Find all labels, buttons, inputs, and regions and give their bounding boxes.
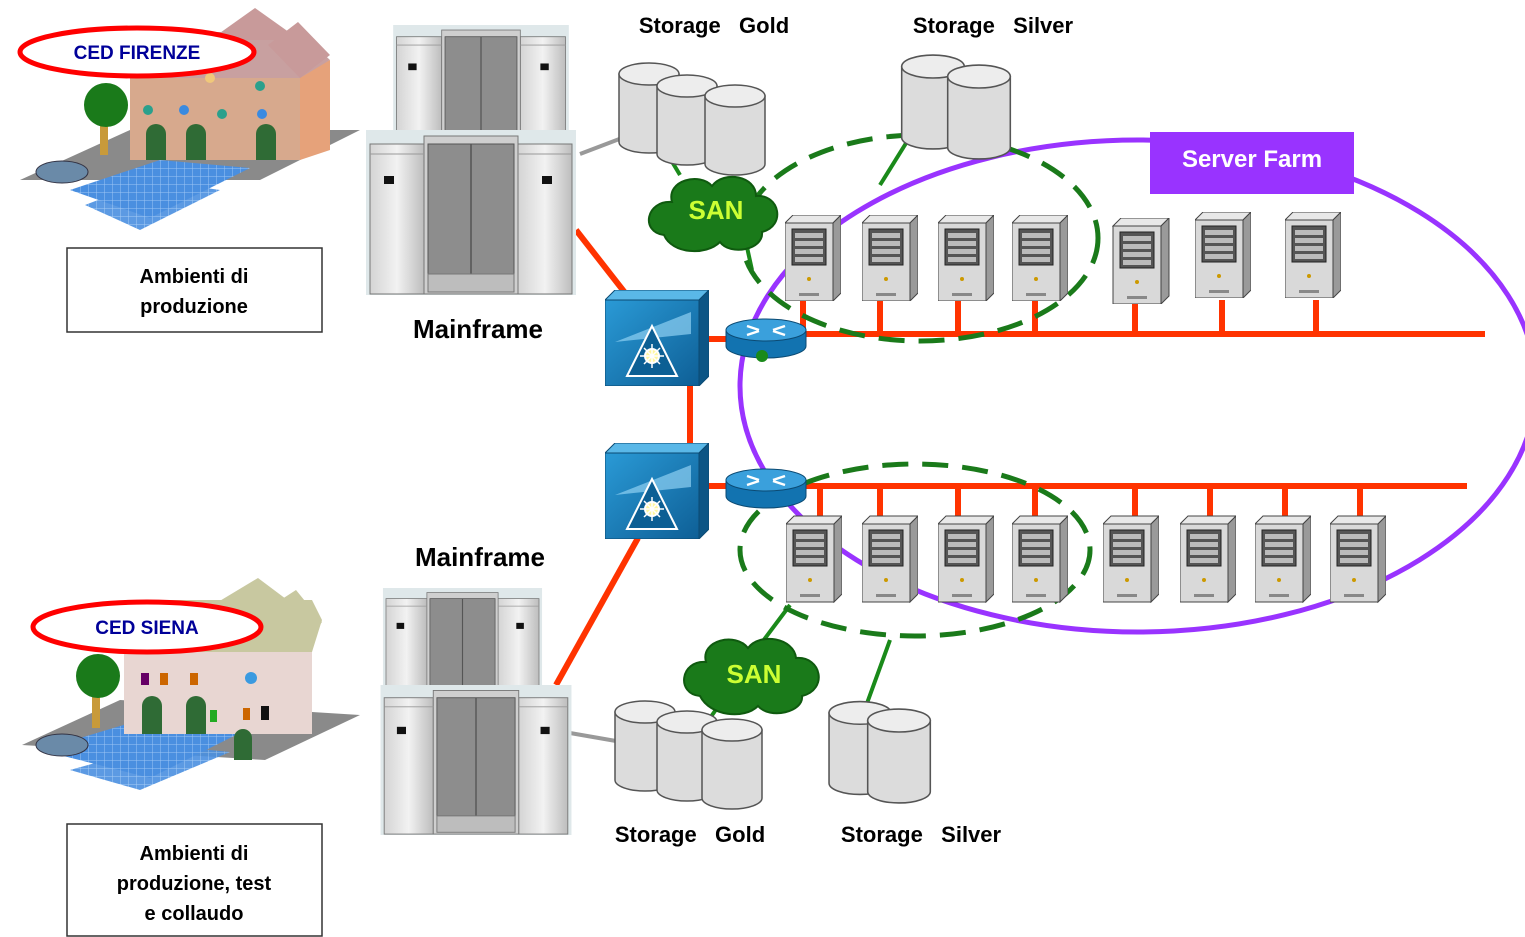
siena-site-oval: [30, 599, 264, 655]
siena-description-line-3: e collaudo: [145, 903, 244, 925]
firenze-site-oval: [17, 25, 257, 79]
server-icon: [1112, 218, 1170, 304]
firenze-description-line-1: Ambienti di: [140, 266, 249, 288]
server-icon: [1103, 515, 1159, 603]
storage-silver-bottom-icon: [828, 700, 932, 804]
mainframe-bottom-icon: [380, 588, 572, 835]
san-label-top: SAN: [689, 195, 744, 225]
san-cloud-bottom-icon: [683, 638, 820, 716]
firenze-site-name: CED FIRENZE: [74, 43, 201, 64]
san-label-bottom: SAN: [727, 659, 782, 689]
san-zone-bottom: [737, 461, 1093, 639]
core-switch-top-icon: [605, 290, 709, 386]
server-farm-label-box: [1150, 132, 1354, 194]
server-icon: [938, 515, 994, 603]
server-icon: [1255, 515, 1311, 603]
storage-gold-bottom-icon: [614, 700, 763, 810]
server-farm-boundary: [737, 137, 1525, 635]
server-farm-label: Server Farm: [1182, 146, 1322, 173]
server-icon: [785, 215, 841, 301]
storage-gold-top-icon: [618, 62, 766, 176]
storage-silver-bottom-label: Storage Silver: [841, 822, 1002, 847]
siena-description-line-2: produzione, test: [117, 873, 272, 895]
server-icon: [862, 515, 918, 603]
router-bottom-icon: [725, 468, 807, 510]
siena-description-line-1: Ambienti di: [140, 843, 249, 865]
server-icon: [1012, 515, 1068, 603]
storage-silver-top-label: Storage Silver: [913, 13, 1074, 38]
server-icon: [1330, 515, 1386, 603]
storage-gold-top-label: Storage Gold: [639, 13, 789, 38]
storage-silver-top-icon: [900, 54, 1012, 160]
mainframe-label-top: Mainframe: [413, 314, 543, 344]
mainframe-label-bottom: Mainframe: [415, 542, 545, 572]
servers-top-row: [785, 212, 1341, 304]
server-icon: [1012, 215, 1068, 301]
server-icon: [786, 515, 842, 603]
firenze-description-line-2: produzione: [140, 296, 248, 318]
storage-gold-bottom-label: Storage Gold: [615, 822, 765, 847]
siena-site-name: CED SIENA: [95, 618, 199, 639]
server-icon: [1180, 515, 1236, 603]
server-icon: [1285, 212, 1341, 298]
server-icon: [862, 215, 918, 301]
san-cloud-top-icon: [647, 176, 779, 253]
siena-description-box: [66, 823, 323, 937]
firenze-description-box: [66, 247, 323, 333]
server-icon: [938, 215, 994, 301]
server-icon: [1195, 212, 1251, 298]
core-switch-bottom-icon: [605, 443, 709, 539]
mainframe-top-icon: [365, 25, 577, 295]
